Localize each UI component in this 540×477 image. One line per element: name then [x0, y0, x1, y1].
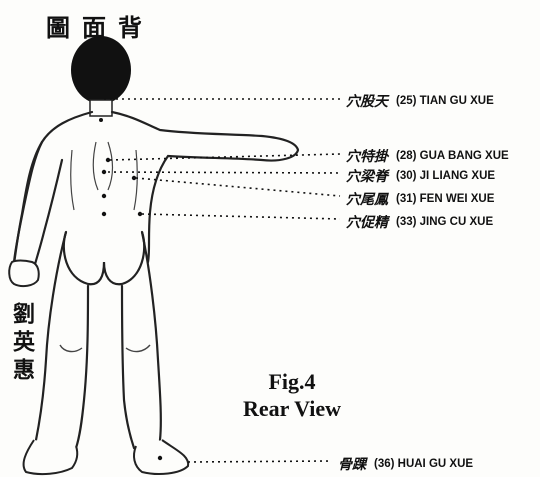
- leader-line: [142, 214, 340, 219]
- figure-number: Fig.4: [222, 368, 362, 395]
- knees: [60, 345, 150, 352]
- point-label-en: (28) GUA BANG XUE: [396, 150, 509, 162]
- point-label: 穴特掛 (28) GUA BANG XUE: [346, 146, 509, 166]
- point-label-en: (30) JI LIANG XUE: [396, 170, 495, 182]
- chinese-title: 圖面背: [46, 8, 154, 43]
- acupoint-marker: [102, 212, 106, 216]
- point-label-cn: 穴特掛: [346, 146, 388, 166]
- arm-left: [14, 142, 62, 268]
- figure-view: Rear View: [222, 395, 362, 422]
- leader-line: [188, 461, 332, 462]
- point-label: 穴尾鳳 (31) FEN WEI XUE: [346, 189, 494, 209]
- foot-left: [24, 440, 78, 474]
- acupoint-marker: [99, 118, 103, 122]
- buttocks: [64, 232, 144, 284]
- point-label-en: (33) JING CU XUE: [396, 216, 493, 228]
- figure-caption: Fig.4 Rear View: [222, 368, 362, 422]
- point-label: 穴促精 (33) JING CU XUE: [346, 212, 493, 232]
- point-label: 穴股天 (25) TIAN GU XUE: [346, 91, 494, 111]
- back-muscle-lines: [71, 142, 138, 210]
- point-label-cn: 穴尾鳳: [346, 189, 388, 209]
- acupoint-marker: [138, 212, 142, 216]
- point-label-en: (25) TIAN GU XUE: [396, 95, 494, 107]
- acupoint-marker: [158, 456, 162, 460]
- leader-line: [108, 172, 340, 173]
- acupoint-marker: [106, 158, 110, 162]
- fist: [9, 261, 39, 287]
- artist-signature: 劉英惠: [6, 302, 38, 386]
- acupoint-marker: [102, 170, 106, 174]
- point-label-en: (31) FEN WEI XUE: [396, 193, 494, 205]
- point-label-cn: 穴梁脊: [346, 166, 388, 186]
- neck: [90, 100, 112, 116]
- point-label-cn: 骨踝: [338, 454, 366, 474]
- head-silhouette: [71, 36, 131, 104]
- point-label: 穴梁脊 (30) JI LIANG XUE: [346, 166, 495, 186]
- acupoint-marker: [132, 176, 136, 180]
- point-label-en: (36) HUAI GU XUE: [374, 458, 473, 470]
- point-label-cn: 穴股天: [346, 91, 388, 111]
- point-label: 骨踝 (36) HUAI GU XUE: [338, 454, 473, 474]
- point-label-cn: 穴促精: [346, 212, 388, 232]
- acupoint-marker: [102, 194, 106, 198]
- leader-line: [136, 178, 340, 196]
